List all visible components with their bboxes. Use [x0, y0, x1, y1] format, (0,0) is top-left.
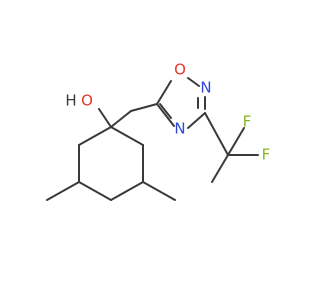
atom-label-ring-n-top: N [200, 79, 211, 97]
bond-c3-n4 [187, 112, 206, 129]
atom-label-hydroxyl-h: H [65, 92, 76, 110]
bond-c5-o1 [156, 80, 172, 105]
atom-label-fluorine-bottom: F [262, 146, 271, 164]
bond-c3-c4 [78, 181, 112, 201]
bond-c3-cf2 [204, 112, 229, 156]
bond-cf2-ch3 [211, 154, 229, 183]
atom-label-ring-n-bottom: N [174, 120, 185, 138]
bond-n4-c5 [156, 103, 175, 127]
bond-methyl-left [46, 181, 80, 201]
atom-label-hydroxyl-o: O [81, 92, 93, 110]
bond-c4-c5 [110, 181, 144, 201]
bond-cf2-f-top [227, 127, 245, 156]
bond-c1-oh [98, 108, 112, 128]
bond-c6-c1 [110, 126, 144, 146]
bond-c1-ch2 [110, 110, 132, 128]
molecule-structure: H O O N N F F [46, 61, 271, 201]
molecule-diagram: H O O N N F F [46, 60, 271, 201]
bond-ch2-c5ox [130, 103, 158, 112]
atom-label-fluorine-top: F [243, 113, 252, 131]
bond-o1-n2 [187, 77, 200, 87]
atom-label-ring-o: O [174, 61, 186, 79]
bond-c1-c2 [78, 126, 112, 146]
bond-n4-c5-double [159, 103, 172, 119]
bond-methyl-right [142, 181, 176, 201]
